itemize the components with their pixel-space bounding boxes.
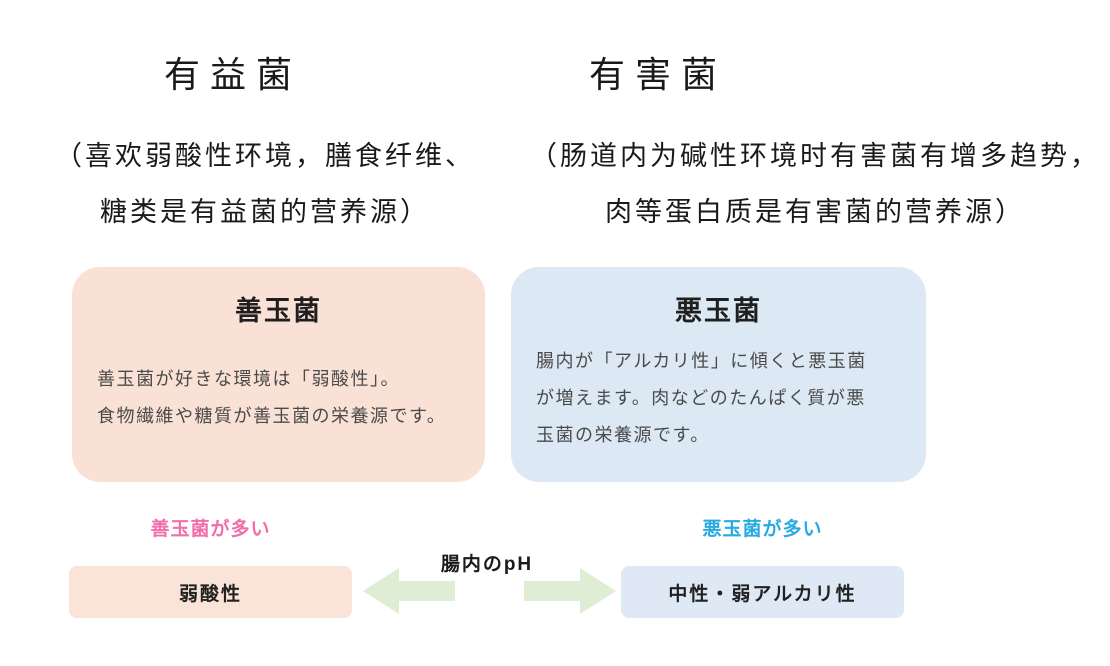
heading-harmful-bacteria: 有害菌 — [588, 55, 727, 95]
card-body-line: 玉菌の栄養源です。 — [536, 425, 710, 445]
card-body-line: 腸内が「アルカリ性」に傾くと悪玉菌 — [536, 351, 867, 371]
description-line: 肉等蛋白质是有害菌的营养源） — [605, 197, 1025, 227]
card-body-line: が増えます。肉などのたんぱく質が悪 — [536, 388, 866, 408]
label-intestinal-ph: 腸内のpH — [440, 554, 534, 575]
description-harmful: （肠道内为碱性环境时有害菌有增多趋势， 肉等蛋白质是有害菌的营养源） — [520, 128, 1110, 240]
arrow-right-icon — [524, 568, 616, 614]
card-body-line: 食物繊維や糖質が善玉菌の栄養源です。 — [97, 406, 447, 426]
description-line: （肠道内为碱性环境时有害菌有增多趋势， — [530, 141, 1100, 171]
bar-weak-acid: 弱酸性 — [69, 566, 352, 618]
card-good-title: 善玉菌 — [235, 296, 322, 326]
card-bad-title: 悪玉菌 — [675, 296, 762, 326]
card-body-line: 善玉菌が好きな環境は「弱酸性」。 — [97, 369, 400, 389]
bar-neutral-weak-alkali: 中性・弱アルカリ性 — [621, 566, 904, 618]
card-bad-bacteria: 悪玉菌 腸内が「アルカリ性」に傾くと悪玉菌 が増えます。肉などのたんぱく質が悪 … — [511, 267, 926, 482]
label-many-good-bacteria: 善玉菌が多い — [150, 519, 271, 540]
description-line: （喜欢弱酸性环境，膳食纤维、 — [55, 141, 475, 171]
label-many-bad-bacteria: 悪玉菌が多い — [702, 519, 823, 540]
card-bad-body: 腸内が「アルカリ性」に傾くと悪玉菌 が増えます。肉などのたんぱく質が悪 玉菌の栄… — [536, 343, 901, 454]
card-good-body: 善玉菌が好きな環境は「弱酸性」。 食物繊維や糖質が善玉菌の栄養源です。 — [97, 361, 460, 435]
bar-neutral-weak-alkali-label: 中性・弱アルカリ性 — [668, 583, 857, 605]
bar-weak-acid-label: 弱酸性 — [178, 583, 242, 605]
arrow-left-icon — [363, 568, 455, 614]
description-beneficial: （喜欢弱酸性环境，膳食纤维、 糖类是有益菌的营养源） — [15, 128, 515, 240]
heading-beneficial-bacteria: 有益菌 — [163, 55, 302, 95]
card-good-bacteria: 善玉菌 善玉菌が好きな環境は「弱酸性」。 食物繊維や糖質が善玉菌の栄養源です。 — [72, 267, 485, 482]
description-line: 糖类是有益菌的营养源） — [100, 197, 430, 227]
